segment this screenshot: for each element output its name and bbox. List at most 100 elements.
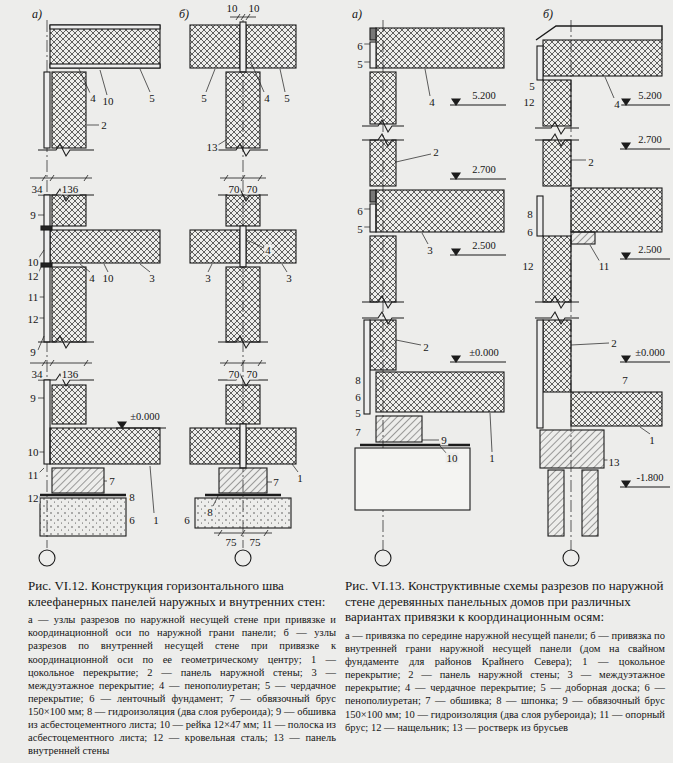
section-b-fig13: [543, 80, 571, 126]
callout-number: 7: [621, 375, 629, 386]
section-a-fig13: [376, 190, 504, 232]
section-b-fig12: [246, 230, 296, 263]
dimension-text: 136: [61, 369, 80, 380]
section-a-fig12: [30, 360, 92, 366]
callout-number: 7: [354, 427, 362, 438]
section-a-fig13: [370, 28, 376, 40]
section-a-fig12: [44, 72, 50, 148]
section-b-fig12: [220, 175, 266, 181]
section-b-fig12: [206, 60, 285, 145]
level-mark: 5.200: [471, 91, 497, 102]
section-b-fig13: [571, 232, 595, 244]
section-a-fig13: [376, 372, 504, 412]
caption-column: Рис. VI.12. Конструкция горизонтального …: [28, 578, 336, 758]
section-a-fig12: [50, 25, 160, 68]
dimension-text: 136: [61, 184, 80, 195]
callout-number: 7: [272, 477, 280, 488]
callout-number: 6: [526, 227, 534, 238]
section-b-fig12: [226, 385, 260, 424]
callout-number: 12: [27, 493, 40, 504]
level-mark: 2.700: [471, 165, 497, 176]
section-a-fig12: [38, 215, 150, 350]
section-b-fig12: [190, 230, 240, 263]
section-b-fig13: [622, 99, 630, 105]
section-a-fig13: [370, 204, 376, 232]
section-a-fig12: [52, 267, 86, 342]
section-a-fig13: [376, 416, 422, 442]
callout-number: 12: [523, 97, 536, 108]
section-a-fig13: [364, 44, 430, 96]
section-a-fig12: [39, 550, 55, 566]
section-b-fig13: [620, 148, 670, 149]
section-a-fig13: [375, 550, 391, 566]
callout-number: 8: [354, 375, 362, 386]
dimension-text: 34: [31, 184, 44, 195]
dimension-text: 75: [249, 537, 262, 548]
section-b-fig12: [220, 360, 266, 366]
section-b-fig13: [571, 188, 662, 232]
section-b-fig13: [622, 481, 630, 487]
section-a-fig13: [370, 72, 396, 124]
callout-number: 2: [587, 157, 595, 168]
callout-number: 6: [354, 392, 362, 403]
section-a-fig13: [355, 20, 506, 566]
section-a-fig12: [50, 428, 160, 464]
section-a-fig13: [370, 140, 396, 186]
callout-number: 10: [27, 447, 40, 458]
callout-number: 13: [608, 457, 621, 468]
callout-number: 11: [27, 470, 40, 481]
callout-number: 4: [428, 97, 436, 108]
callout-number: 2: [610, 338, 618, 349]
dimension-text: 70: [246, 184, 259, 195]
section-a-fig13: [452, 99, 460, 105]
section-a-fig13: [376, 28, 504, 68]
panel-letter: а): [31, 8, 43, 20]
callout-number: 1: [296, 473, 304, 484]
section-a-fig13: [364, 320, 370, 414]
section-b-fig12: [190, 14, 298, 566]
section-b-fig13: [535, 296, 579, 308]
section-b-fig12: [218, 144, 268, 156]
callout-number: 4: [264, 245, 272, 256]
level-mark: ±0.000: [634, 348, 665, 359]
dimension-text: 34: [31, 369, 44, 380]
section-b-fig12: [240, 22, 246, 72]
section-b-fig13: [537, 196, 543, 236]
callout-number: 3: [426, 245, 434, 256]
section-a-fig12: [40, 494, 126, 497]
section-b-fig13: [543, 140, 571, 186]
section-b-fig13: [543, 320, 571, 392]
callout-number: 11: [27, 292, 40, 303]
callout-number: 11: [598, 261, 611, 272]
dimension-text: 10: [248, 3, 261, 14]
callout-number: 1: [648, 435, 656, 446]
section-a-fig13: [362, 120, 404, 132]
callout-number: 10: [102, 96, 115, 107]
callout-number: 1: [152, 515, 160, 526]
callout-number: 6: [356, 41, 364, 52]
section-b-fig13: [535, 20, 670, 566]
section-b-fig12: [240, 226, 246, 267]
section-b-fig13: [622, 253, 630, 259]
callout-number: 5: [200, 93, 208, 104]
callout-number: 1: [488, 453, 496, 464]
section-b-fig13: [535, 122, 579, 134]
section-b-fig13: [537, 46, 543, 80]
callout-number: 3: [204, 273, 212, 284]
section-a-fig12: [44, 380, 50, 464]
section-a-fig13: [452, 356, 460, 362]
callout-number: 2: [422, 342, 430, 353]
section-a-fig12: [30, 20, 166, 566]
section-b-fig12: [190, 428, 240, 464]
panel-letter: б): [178, 8, 190, 20]
callout-number: 9: [440, 435, 448, 446]
section-a-fig13: [370, 42, 376, 68]
section-b-fig12: [226, 195, 260, 226]
section-a-fig12: [118, 422, 126, 428]
callout-number: 6: [356, 206, 364, 217]
section-a-fig12: [50, 25, 160, 29]
figure-caption-text: а — узлы разрезов по наружной несущей ст…: [28, 613, 336, 757]
section-b-fig12: [226, 267, 260, 342]
section-b-fig13: [620, 361, 670, 362]
